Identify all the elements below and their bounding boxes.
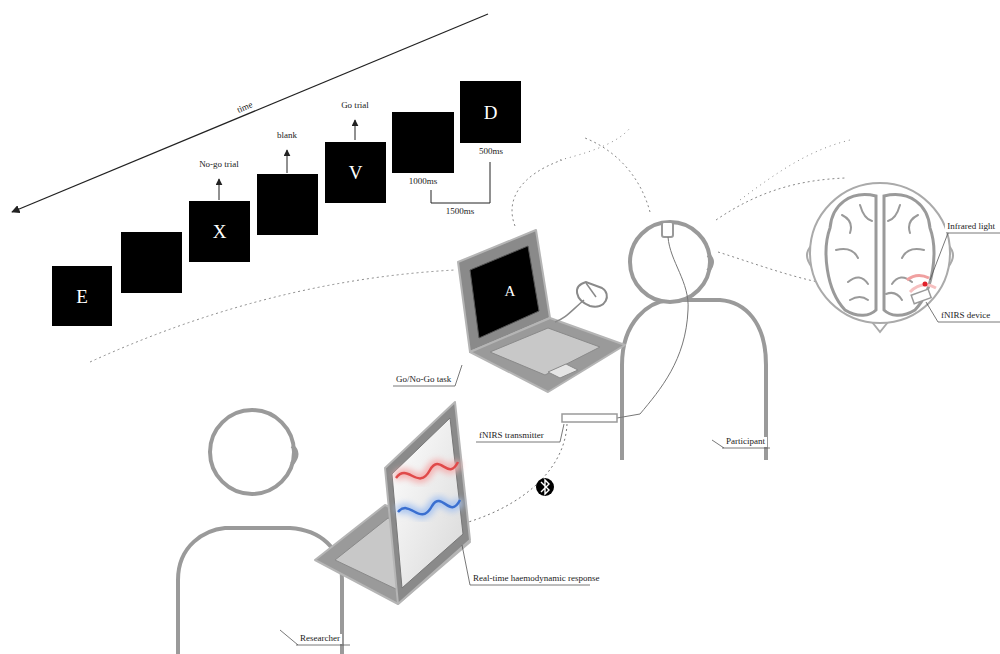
- haemodynamic-signal: [396, 462, 460, 514]
- leader-line: [462, 545, 470, 585]
- fnirs-sensor: [617, 222, 688, 418]
- fnirs-probe: [907, 275, 929, 280]
- researcher-figure: [178, 410, 342, 654]
- leader-line: [930, 233, 948, 280]
- bluetooth-symbol: [536, 478, 554, 496]
- head-top-view: [807, 183, 953, 332]
- brain-drawing: [826, 195, 876, 316]
- task-laptop: [490, 328, 600, 375]
- task-laptop: [458, 230, 625, 392]
- fnirs-probe: [923, 282, 928, 287]
- haemodynamic-signal: [396, 462, 458, 478]
- stimulus-letter: D: [484, 103, 498, 122]
- researcher-figure: [178, 528, 342, 654]
- brain-drawing: [826, 195, 934, 316]
- blank-screen: [121, 112, 454, 293]
- trial-label: Go trial: [339, 101, 371, 111]
- laptop-screen: A: [496, 277, 524, 305]
- part-label: fNIRS device: [939, 311, 992, 321]
- task-laptop: [470, 246, 539, 338]
- blank-screen: [392, 112, 454, 173]
- timing-bracket: [431, 162, 490, 203]
- task-laptop: [548, 364, 578, 378]
- analysis-laptop: [385, 402, 470, 604]
- task-laptop: [470, 318, 625, 392]
- analysis-laptop: [315, 402, 470, 604]
- leader-line: [476, 424, 564, 442]
- stimulus-screen: D: [460, 81, 521, 143]
- stimulus-letter: X: [213, 222, 227, 241]
- trial-pointer: [355, 120, 356, 140]
- leader-line: [926, 302, 938, 322]
- time-arrow: [12, 14, 488, 212]
- duration-label: 1000ms: [407, 177, 440, 187]
- haemodynamic-signal: [398, 500, 460, 514]
- participant-figure: [622, 300, 766, 460]
- fnirs-probe: [911, 289, 931, 304]
- participant-figure: [622, 222, 766, 460]
- leader-line: [712, 440, 724, 448]
- blank-screen: [121, 232, 182, 293]
- brain-drawing: [836, 205, 872, 300]
- bluetooth-symbol: [536, 478, 554, 496]
- dotted-guide: [740, 140, 850, 200]
- participant-figure: [708, 255, 712, 271]
- trial-label: blank: [275, 131, 299, 141]
- participant-figure: [630, 222, 710, 302]
- time-arrow: [12, 14, 488, 212]
- trial-label: No-go trial: [197, 160, 241, 170]
- researcher-figure: [292, 446, 297, 464]
- leader-line: [393, 365, 462, 386]
- fnirs-sensor: [617, 237, 688, 418]
- leader-line: [948, 233, 1000, 234]
- stimulus-letter: A: [505, 284, 516, 299]
- part-label: Go/No-Go task: [394, 375, 453, 385]
- stimulus-screen: E: [52, 266, 112, 326]
- part-label: Real-time haemodynamic response: [471, 574, 601, 584]
- leader-line: [722, 448, 770, 449]
- leader-line: [280, 233, 1000, 645]
- part-label: Researcher: [298, 634, 342, 644]
- mouse: [586, 283, 596, 297]
- dotted-guide: [90, 270, 455, 362]
- fnirs-transmitter: [562, 414, 617, 422]
- part-label: Infrared light: [945, 222, 997, 232]
- stimulus-letter: V: [349, 163, 363, 182]
- dotted-guide: [560, 128, 630, 160]
- dotted-guide: [585, 138, 650, 212]
- leader-line: [296, 645, 350, 646]
- stimulus-screen: X: [189, 201, 250, 262]
- part-label: Participant: [724, 437, 767, 447]
- fnirs-sensor: [662, 222, 673, 237]
- leader-line: [470, 585, 590, 586]
- leader-line: [280, 630, 298, 645]
- dotted-guide: [718, 252, 818, 282]
- blank-screen: [257, 174, 318, 235]
- stimulus-letter: E: [76, 287, 88, 306]
- bluetooth-symbol: [541, 480, 549, 494]
- analysis-laptop: [392, 418, 463, 588]
- researcher-figure: [210, 410, 294, 494]
- mouse: [555, 300, 584, 322]
- mouse: [555, 282, 607, 322]
- trial-pointer: [219, 179, 220, 200]
- haemodynamic-signal: [396, 462, 458, 478]
- haemodynamic-signal: [398, 500, 460, 514]
- fnirs-probe: [907, 275, 936, 303]
- timing-bracket: [431, 162, 490, 203]
- duration-label: 500ms: [477, 147, 505, 157]
- duration-label: 1500ms: [444, 207, 477, 217]
- part-label: fNIRS transmitter: [477, 431, 546, 441]
- trial-pointer: [287, 150, 288, 173]
- fnirs-transmitter: [562, 414, 617, 422]
- stimulus-screen: V: [325, 142, 386, 203]
- dotted-guide: [512, 160, 562, 226]
- brain-drawing: [884, 195, 934, 316]
- leader-line: [938, 322, 1000, 323]
- head-top-view: [810, 183, 950, 323]
- axis-label: time: [234, 100, 256, 117]
